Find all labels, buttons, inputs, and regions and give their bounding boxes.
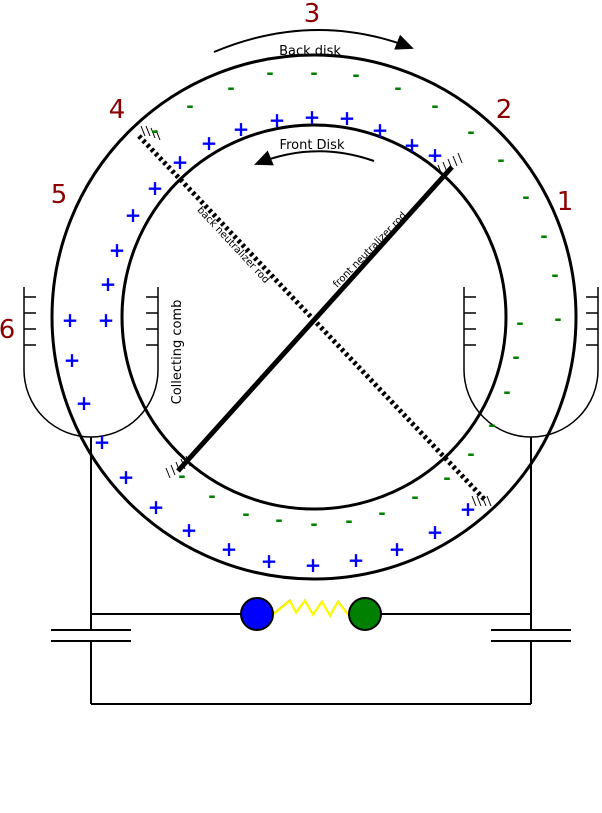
minus-sign: - bbox=[516, 313, 523, 334]
back-rod-brush-bottom bbox=[471, 495, 492, 507]
plus-sign: + bbox=[98, 308, 115, 332]
region-number-3: 3 bbox=[304, 0, 321, 29]
plus-sign: + bbox=[427, 520, 444, 544]
front-rod-label: front neutralizer rod bbox=[331, 210, 409, 290]
plus-sign: + bbox=[261, 549, 278, 573]
plus-sign: + bbox=[233, 117, 250, 141]
plus-sign: + bbox=[125, 203, 142, 227]
minus-sign: - bbox=[310, 63, 317, 84]
front-rod-brush-bottom bbox=[165, 455, 191, 479]
minus-sign: - bbox=[540, 226, 547, 247]
front-disk-inner bbox=[120, 123, 508, 511]
back-disk-outer bbox=[50, 53, 578, 581]
minus-sign: - bbox=[227, 78, 234, 99]
minus-sign: - bbox=[345, 511, 352, 532]
comb-label: Collecting comb bbox=[170, 300, 185, 405]
back-rod-label: back neutralizer rod bbox=[195, 205, 272, 286]
minus-sign: - bbox=[208, 486, 215, 507]
minus-sign: - bbox=[488, 415, 495, 436]
plus-sign: + bbox=[76, 391, 93, 415]
front-disk-label: Front Disk bbox=[280, 138, 345, 153]
left-capacitor bbox=[51, 629, 131, 642]
right-collecting-comb bbox=[463, 287, 599, 438]
plus-sign: + bbox=[389, 537, 406, 561]
plus-sign: + bbox=[460, 497, 477, 521]
plus-sign: + bbox=[404, 133, 421, 157]
minus-sign: - bbox=[431, 96, 438, 117]
plus-sign: + bbox=[221, 537, 238, 561]
plus-sign: + bbox=[181, 518, 198, 542]
minus-sign: - bbox=[275, 510, 282, 531]
minus-sign: - bbox=[497, 150, 504, 171]
region-number-1: 1 bbox=[557, 187, 574, 217]
right-capacitor bbox=[491, 629, 571, 642]
plus-sign: + bbox=[348, 548, 365, 572]
plus-sign: + bbox=[64, 348, 81, 372]
minus-sign: - bbox=[151, 121, 158, 142]
left-collecting-comb bbox=[23, 287, 159, 438]
positive-charges: + + + + + + + + + + + + + + + + + + + + … bbox=[62, 105, 477, 577]
plus-sign: + bbox=[172, 150, 189, 174]
minus-sign: - bbox=[394, 78, 401, 99]
minus-sign: - bbox=[443, 468, 450, 489]
back-disk-arrow bbox=[213, 28, 414, 53]
plus-sign: + bbox=[305, 553, 322, 577]
minus-sign: - bbox=[411, 487, 418, 508]
minus-sign: - bbox=[554, 309, 561, 330]
minus-sign: - bbox=[522, 187, 529, 208]
plus-sign: + bbox=[269, 108, 286, 132]
circuit-wires bbox=[90, 437, 532, 705]
plus-sign: + bbox=[62, 308, 79, 332]
region-number-6: 6 bbox=[0, 315, 15, 345]
minus-sign: - bbox=[310, 514, 317, 535]
plus-sign: + bbox=[100, 272, 117, 296]
back-rod-brush-top bbox=[140, 125, 161, 141]
region-number-2: 2 bbox=[496, 95, 513, 125]
plus-sign: + bbox=[339, 106, 356, 130]
green-terminal-ball bbox=[348, 597, 382, 631]
minus-sign: - bbox=[266, 63, 273, 84]
spark-glow bbox=[273, 599, 349, 619]
front-disk-arrow bbox=[254, 150, 375, 166]
minus-sign: - bbox=[352, 65, 359, 86]
minus-sign: - bbox=[178, 466, 185, 487]
plus-sign: + bbox=[372, 118, 389, 142]
front-rod-brush-top bbox=[437, 152, 463, 176]
region-number-5: 5 bbox=[51, 180, 68, 210]
plus-sign: + bbox=[427, 143, 444, 167]
negative-charges: - - - - - - - - - - - - - - - - - - - - … bbox=[151, 63, 561, 535]
region-number-4: 4 bbox=[109, 95, 126, 125]
plus-sign: + bbox=[201, 131, 218, 155]
minus-sign: - bbox=[512, 347, 519, 368]
plus-sign: + bbox=[109, 238, 126, 262]
blue-terminal-ball bbox=[240, 597, 274, 631]
minus-sign: - bbox=[467, 122, 474, 143]
plus-sign: + bbox=[147, 176, 164, 200]
minus-sign: - bbox=[378, 503, 385, 524]
minus-sign: - bbox=[242, 504, 249, 525]
plus-sign: + bbox=[94, 430, 111, 454]
plus-sign: + bbox=[118, 465, 135, 489]
plus-sign: + bbox=[304, 105, 321, 129]
minus-sign: - bbox=[186, 96, 193, 117]
plus-sign: + bbox=[148, 495, 165, 519]
back-disk-label: Back disk bbox=[279, 44, 341, 59]
minus-sign: - bbox=[503, 382, 510, 403]
minus-sign: - bbox=[467, 444, 474, 465]
minus-sign: - bbox=[551, 265, 558, 286]
